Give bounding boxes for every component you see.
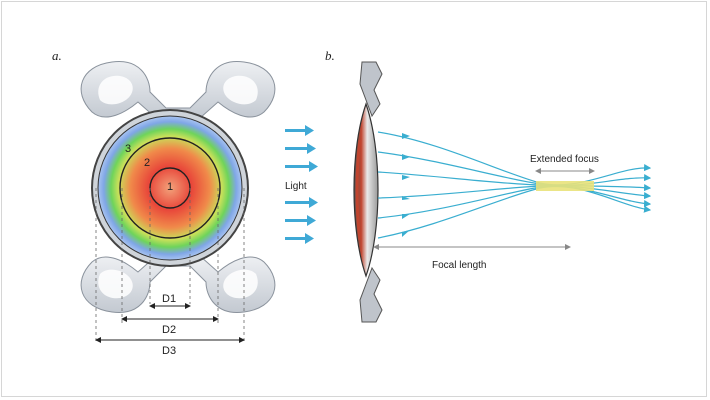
light-label: Light (285, 181, 307, 192)
d1-label: D1 (162, 293, 176, 305)
haptic-top (80, 61, 276, 119)
light-arrows (285, 125, 318, 244)
zone-2-circle (119, 137, 221, 239)
focal-length-label: Focal length (432, 260, 486, 271)
lens-side-view (353, 61, 383, 323)
zone-2-label: 2 (144, 157, 150, 169)
zone-3-label: 3 (125, 143, 131, 155)
extended-focus-label: Extended focus (530, 154, 599, 165)
light-rays (377, 131, 652, 239)
d3-label: D3 (162, 345, 176, 357)
extended-focus-band (536, 181, 594, 191)
optic-zones (98, 116, 242, 260)
zone-3-circle (97, 115, 243, 261)
d2-label: D2 (162, 324, 176, 336)
panel-a-label: a. (52, 48, 62, 63)
dimension-extension-lines (95, 188, 245, 344)
haptic-bottom (80, 255, 276, 313)
panel-b-label: b. (325, 48, 335, 63)
ray-arrowheads (402, 133, 410, 237)
zone-1-label: 1 (167, 181, 173, 193)
